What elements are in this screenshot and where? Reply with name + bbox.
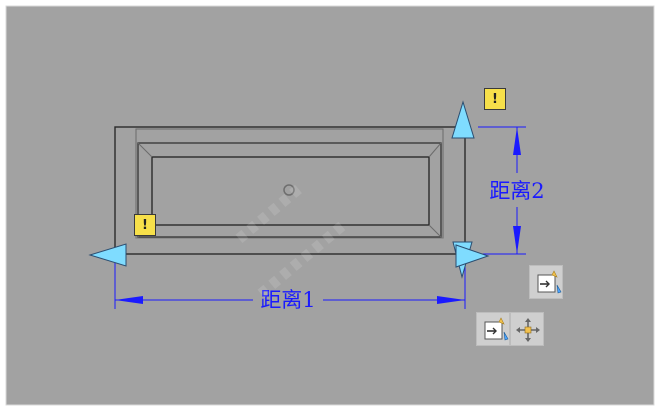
warning-glyph: ! xyxy=(142,217,148,233)
vertical-dimension[interactable] xyxy=(478,126,526,255)
move-grip-icon xyxy=(516,318,540,342)
stretch-grip-right-icon[interactable] xyxy=(455,244,490,268)
horizontal-dimension[interactable] xyxy=(114,258,466,309)
block-insert-button-2[interactable] xyxy=(476,312,510,346)
arrowhead-top-icon xyxy=(513,127,521,155)
stretch-grip-top-icon[interactable] xyxy=(451,100,475,139)
inner-rectangle[interactable] xyxy=(151,156,430,226)
arrowhead-left-icon xyxy=(115,296,143,304)
block-insert-icon xyxy=(484,317,509,341)
base-point-icon[interactable] xyxy=(283,184,295,196)
warning-exclamation-icon[interactable]: ! xyxy=(134,214,156,236)
arrowhead-right-icon xyxy=(437,296,465,304)
arrowhead-bottom-icon xyxy=(513,226,521,254)
warning-exclamation-icon[interactable]: ! xyxy=(484,88,506,110)
block-insert-icon xyxy=(537,270,562,294)
move-grip-button[interactable] xyxy=(510,312,544,346)
model-space-background xyxy=(5,5,655,406)
frame-inner-rectangle[interactable] xyxy=(137,142,442,238)
bevel-line-tl xyxy=(137,142,153,158)
stretch-grip-left-icon[interactable] xyxy=(88,243,127,267)
warning-glyph: ! xyxy=(492,91,498,107)
block-insert-button[interactable] xyxy=(529,265,563,299)
horizontal-dimension-label[interactable]: 距离1 xyxy=(260,288,315,312)
bevel-line-br xyxy=(428,224,442,238)
outer-rectangle[interactable] xyxy=(114,126,466,255)
bevel-line-tr xyxy=(428,142,442,158)
vertical-dimension-label[interactable]: 距离2 xyxy=(489,179,544,203)
